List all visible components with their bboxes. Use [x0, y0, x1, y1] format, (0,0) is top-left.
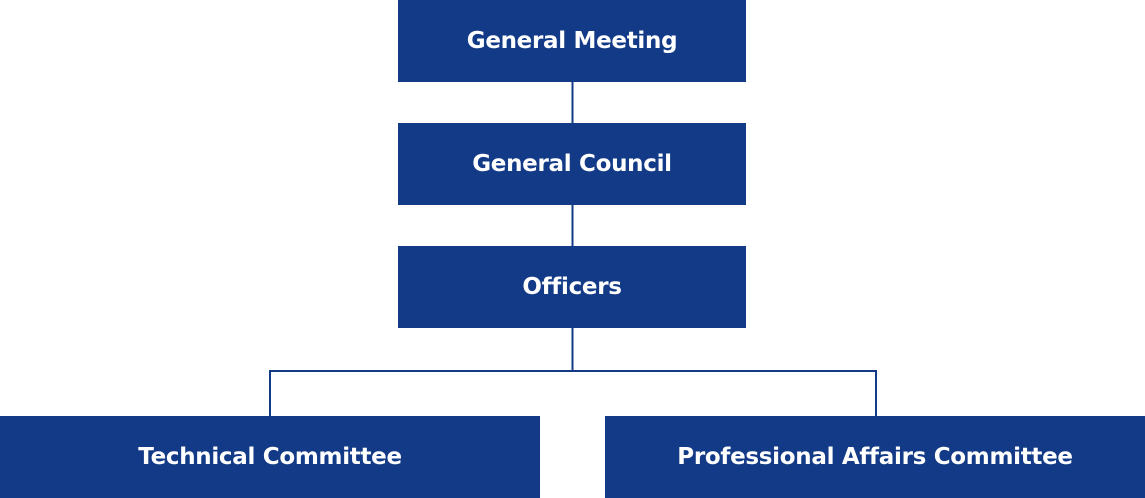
- node-technical-committee: Technical Committee: [0, 416, 540, 498]
- node-label: General Meeting: [466, 28, 678, 54]
- node-officers: Officers: [398, 246, 746, 328]
- node-label: Professional Affairs Committee: [677, 444, 1073, 470]
- node-general-council: General Council: [398, 123, 746, 205]
- node-label: General Council: [472, 151, 672, 177]
- node-general-meeting: General Meeting: [398, 0, 746, 82]
- node-label: Officers: [522, 274, 622, 300]
- connector-committees-bar: [269, 370, 877, 416]
- node-label: Technical Committee: [138, 444, 402, 470]
- node-professional-affairs-committee: Professional Affairs Committee: [605, 416, 1145, 498]
